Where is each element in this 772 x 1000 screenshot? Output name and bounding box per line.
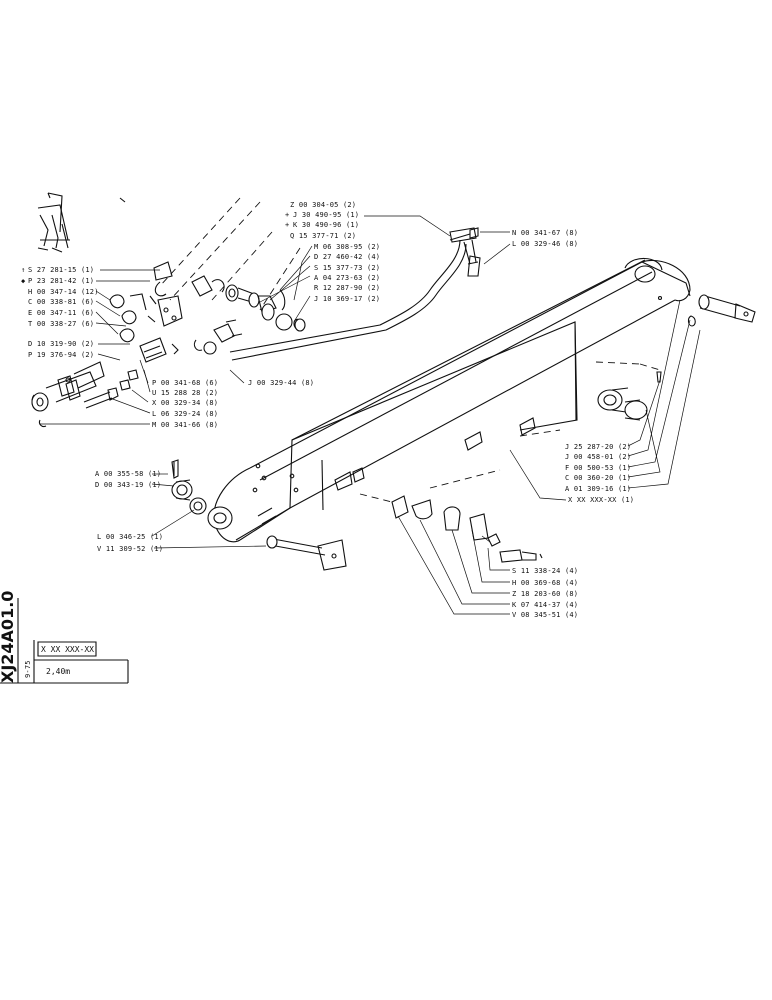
label-m-06-308-95: M 06 308-95 (2) <box>314 243 380 251</box>
label-j-25-287-20: J 25 287-20 (2) <box>565 443 631 451</box>
labels-top-right: N 00 341-67 (8) L 00 329-46 (8) <box>512 229 578 248</box>
label-j-10-369-17: J 10 369-17 (2) <box>314 295 380 303</box>
labels-left: S 27 281-15 (1) P 23 281-42 (1) H 00 347… <box>28 266 99 359</box>
label-e-00-347-11: E 00 347-11 (6) <box>28 309 94 317</box>
label-k-30-490-96: K 30 490-96 (1) <box>293 221 359 229</box>
hose-assembly <box>31 192 306 428</box>
hydraulic-line <box>229 227 481 361</box>
boom-length: 2,40m <box>46 667 70 676</box>
drawing-code: XJ24A01.0 <box>0 591 17 683</box>
label-l-06-329-24: L 06 329-24 (8) <box>152 410 218 418</box>
label-l-00-346-25: L 00 346-25 (1) <box>97 533 163 541</box>
label-z-00-304-05: Z 00 304-05 (2) <box>290 201 356 209</box>
labels-lower-left: A 00 355-58 (1) D 00 343-19 (1) L 00 346… <box>95 470 163 553</box>
label-t-00-338-27: T 00 338-27 (6) <box>28 320 94 328</box>
label-z-18-203-60: Z 18 203-60 (8) <box>512 590 578 598</box>
label-k-07-414-37: K 07 414-37 (4) <box>512 601 578 609</box>
label-h-00-347-14: H 00 347-14 (12) <box>28 288 99 296</box>
marker-k: + <box>285 221 289 229</box>
label-n-00-341-67: N 00 341-67 (8) <box>512 229 578 237</box>
labels-center: P 00 341-68 (6) U 15 288 28 (2) X 00 329… <box>152 379 314 429</box>
label-r-12-287-90: R 12 287-90 (2) <box>314 284 380 292</box>
label-q-15-377-71: Q 15 377-71 (2) <box>290 232 356 240</box>
label-s-11-338-24: S 11 338-24 (4) <box>512 567 578 575</box>
boom-arm <box>207 257 691 543</box>
label-p-23-281-42: P 23 281-42 (1) <box>28 277 94 285</box>
leader-lines <box>40 215 701 615</box>
arrow-marker-1: ↑ <box>21 266 25 274</box>
label-s-15-377-73: S 15 377-73 (2) <box>314 264 380 272</box>
lower-clamp-parts <box>359 429 561 563</box>
label-c-00-360-20: C 00 360-20 (1) <box>565 474 631 482</box>
labels-lower-right: S 11 338-24 (4) H 00 369-68 (4) Z 18 203… <box>512 567 578 619</box>
part-ref: X XX XXX-XX <box>41 645 94 654</box>
label-d-27-460-42: D 27 460-42 (4) <box>314 253 380 261</box>
bushings-right <box>595 361 662 421</box>
label-m-00-341-66: M 00 341-66 (8) <box>152 421 218 429</box>
label-h-00-369-68: H 00 369-68 (4) <box>512 579 578 587</box>
arrow-marker-2: ◆ <box>21 277 26 285</box>
date-code: 9-75 <box>24 660 32 678</box>
label-u-15-288-28: U 15 288 28 (2) <box>152 389 218 397</box>
label-c-00-338-81: C 00 338-81 (6) <box>28 298 94 306</box>
label-a-04-273-63: A 04 273-63 (2) <box>314 274 380 282</box>
title-block: XJ24A01.0 9-75 X XX XXX-XX 2,40m <box>0 591 129 684</box>
rear-pin <box>687 294 756 327</box>
label-a-01-309-16: A 01 309-16 (1) <box>565 485 631 493</box>
labels-right: J 25 287-20 (2) J 00 458-01 (2) F 00 500… <box>565 443 634 504</box>
label-v-11-309-52: V 11 309-52 (1) <box>97 545 163 553</box>
label-x-00-329-34: X 00 329-34 (8) <box>152 399 218 407</box>
label-x-xx-xxx-xx: X XX XXX-XX (1) <box>568 496 634 504</box>
label-p-19-376-94: P 19 376-94 (2) <box>28 351 94 359</box>
marker-j: + <box>285 211 289 219</box>
labels-top: Z 00 304-05 (2) J 30 490-95 (1) K 30 490… <box>290 201 380 303</box>
label-j-30-490-95: J 30 490-95 (1) <box>293 211 359 219</box>
label-a-00-355-58: A 00 355-58 (1) <box>95 470 161 478</box>
label-s-27-281-15: S 27 281-15 (1) <box>28 266 94 274</box>
label-l-00-329-46: L 00 329-46 (8) <box>512 240 578 248</box>
label-f-00-500-53: F 00 500-53 (1) <box>565 464 631 472</box>
label-d-10-319-90: D 10 319-90 (2) <box>28 340 94 348</box>
label-j-00-329-44: J 00 329-44 (8) <box>248 379 314 387</box>
label-d-00-343-19: D 00 343-19 (1) <box>95 481 161 489</box>
label-v-08-345-51: V 08 345-51 (4) <box>512 611 578 619</box>
label-p-00-341-68: P 00 341-68 (6) <box>152 379 218 387</box>
label-j-00-458-01: J 00 458-01 (2) <box>565 453 631 461</box>
